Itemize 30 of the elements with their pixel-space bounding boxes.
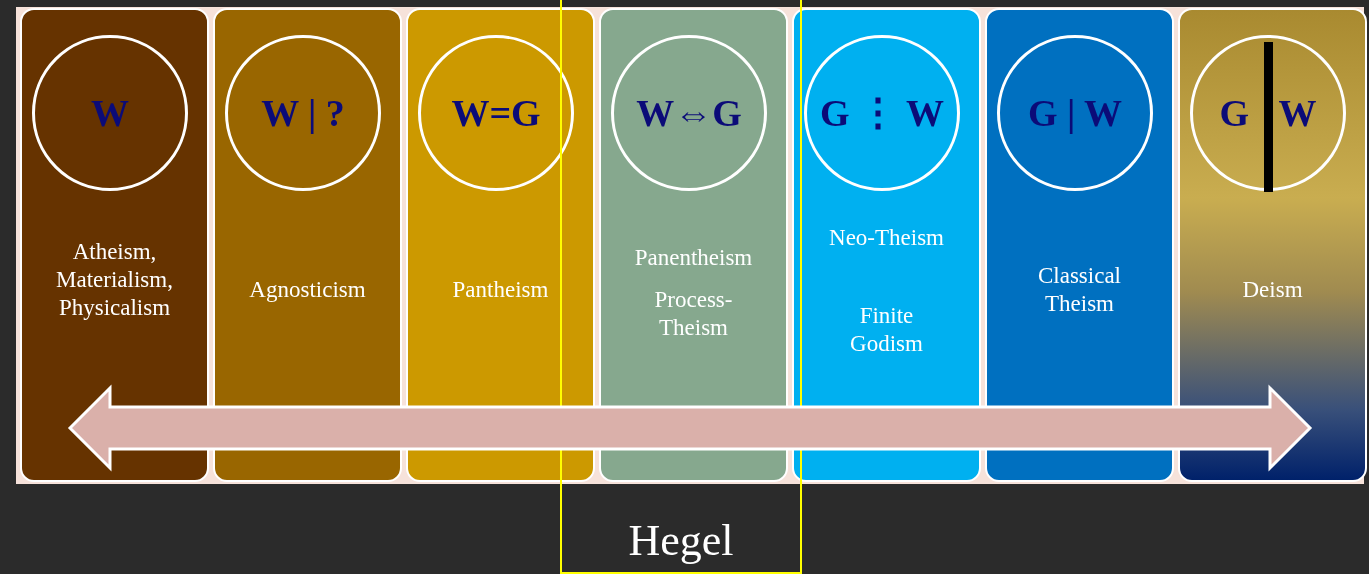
column-panel [213,8,402,482]
symbol-circle [225,35,381,191]
frame-label: Hegel [628,515,734,566]
symbol-circle [997,35,1153,191]
symbol-circle [32,35,188,191]
column-panel [1178,8,1367,482]
symbol-text: G [1219,91,1250,135]
symbol-circle [418,35,574,191]
position-label: Process-Theism [653,286,734,342]
position-label: Panentheism [633,244,754,272]
position-label: Neo-Theism [828,224,945,252]
column-panel [599,8,788,482]
symbol-text: W⇔G [636,91,742,135]
symbol-text: G ⋮ W [820,91,944,135]
symbol-circle [611,35,767,191]
position-label: Finite Godism [849,302,924,358]
position-label: Classical Theism [1036,262,1122,318]
symbol-text: G | W [1027,91,1123,135]
column-panel [985,8,1174,482]
symbol-circle [1190,35,1346,191]
symbol-text: W [1278,91,1317,135]
symbol-text: W=G [451,91,541,135]
symbol-circle [804,35,960,191]
column-panel [20,8,209,482]
position-label: Atheism, Materialism, Physicalism [55,238,174,322]
symbol-text: W [91,91,129,135]
symbol-text: W | ? [261,91,345,135]
position-label: Deism [1241,276,1304,304]
position-label: Pantheism [451,276,550,304]
position-label: Agnosticism [248,276,367,304]
